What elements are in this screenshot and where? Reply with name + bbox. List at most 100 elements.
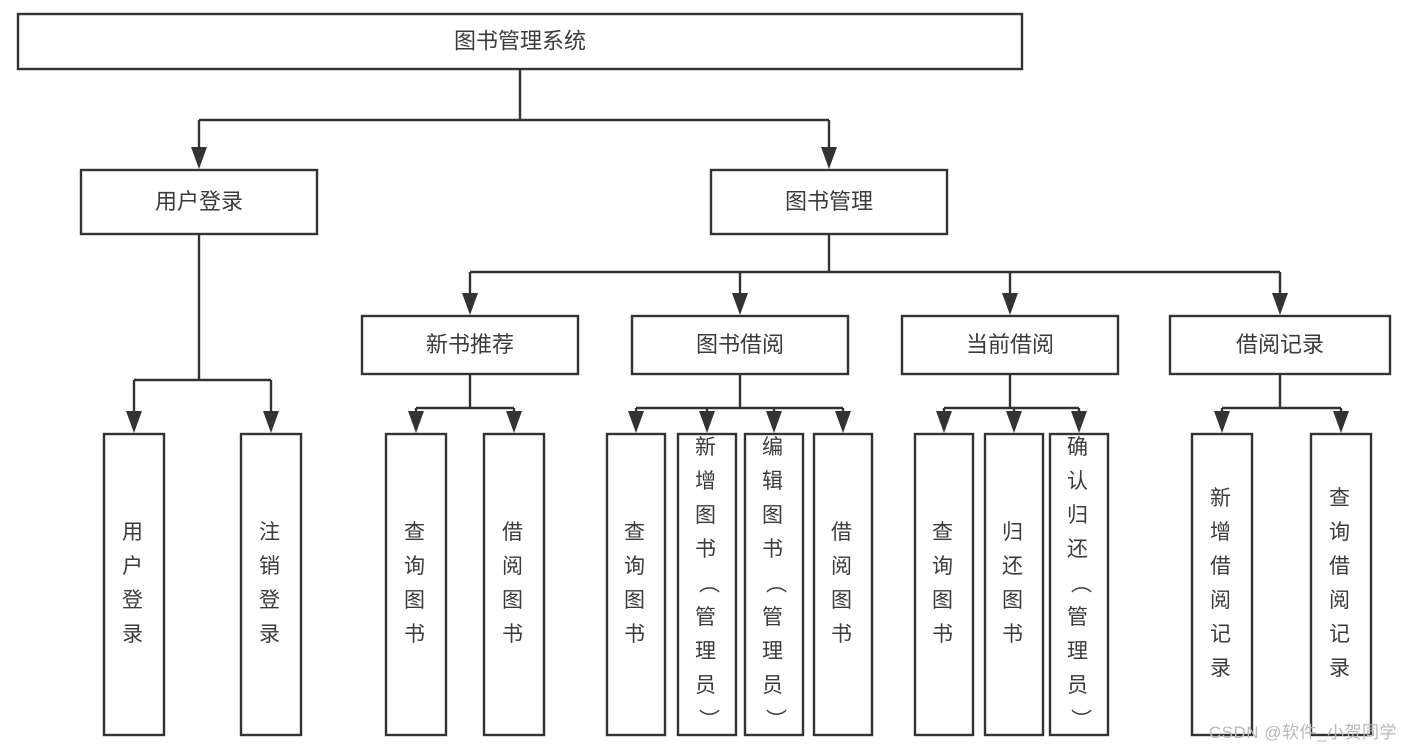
node-label-char: 记 — [1210, 623, 1234, 646]
node-box — [709, 168, 949, 236]
node-label-char: 书 — [404, 623, 428, 646]
watermark-text: CSDN @软件_小贺同学 — [1208, 723, 1397, 742]
node-box — [743, 432, 805, 737]
node-label-char: （ — [1068, 573, 1091, 597]
node-label-char: 查 — [1329, 487, 1353, 510]
node-label-char: 增 — [695, 470, 719, 493]
node-label-char: 图 — [695, 504, 719, 527]
node-label-char: 查 — [624, 521, 648, 544]
node-label-char: 书 — [831, 623, 855, 646]
node-label-char: ） — [763, 709, 786, 733]
node-label-char: 阅 — [831, 555, 855, 578]
node-current-borrow[interactable]: 当前借阅 — [900, 314, 1120, 376]
node-label-char: 理 — [762, 640, 786, 663]
node-label-char: 理 — [695, 640, 719, 663]
node-label: 借阅记录 — [1236, 332, 1324, 357]
node-layer: 图书管理系统用户登录图书管理新书推荐图书借阅当前借阅借阅记录用户登录注销登录查询… — [16, 12, 1392, 737]
node-user-login[interactable]: 用户登录 — [79, 168, 319, 236]
arrow-head-icon — [699, 411, 715, 433]
node-label-char: 阅 — [502, 555, 526, 578]
node-label-char: 增 — [1210, 521, 1234, 544]
node-label-char: 借 — [831, 521, 855, 544]
arrow-head-icon — [191, 147, 207, 169]
node-label-char: 新 — [1210, 487, 1234, 510]
connector-layer — [126, 69, 1349, 433]
arrow-head-icon — [263, 411, 279, 433]
node-label-char: 录 — [259, 623, 283, 646]
node-label-char: 询 — [1329, 521, 1353, 544]
node-label-char: 认 — [1067, 470, 1091, 493]
node-label-char: 新 — [695, 436, 719, 459]
node-label-char: 图 — [624, 589, 648, 612]
node-label-char: 登 — [259, 589, 283, 612]
arrow-head-icon — [821, 147, 837, 169]
node-label-char: 书 — [502, 623, 526, 646]
node-label-char: 询 — [404, 555, 428, 578]
node-label-char: 归 — [1002, 521, 1026, 544]
node-borrow-record[interactable]: 借阅记录 — [1168, 314, 1392, 376]
node-box — [1190, 432, 1254, 737]
node-label-char: 借 — [1210, 555, 1234, 578]
node-book-manage[interactable]: 图书管理 — [709, 168, 949, 236]
node-label-char: 户 — [122, 555, 146, 578]
node-label-char: 查 — [932, 521, 956, 544]
node-label-char: 还 — [1002, 555, 1026, 578]
node-label-char: （ — [696, 573, 719, 597]
node-box — [1309, 432, 1373, 737]
node-label-char: 确 — [1067, 436, 1091, 459]
node-box — [676, 432, 738, 737]
node-label-char: （ — [763, 573, 786, 597]
node-label-char: ） — [1068, 709, 1091, 733]
node-label-char: 阅 — [1329, 589, 1353, 612]
node-new-book-recommend[interactable]: 新书推荐 — [360, 314, 580, 376]
node-label-char: 阅 — [1210, 589, 1234, 612]
node-label-char: 图 — [502, 589, 526, 612]
node-label: 图书管理系统 — [454, 28, 586, 53]
arrow-head-icon — [732, 293, 748, 315]
node-label-char: 图 — [831, 589, 855, 612]
arrow-head-icon — [1071, 411, 1087, 433]
arrow-head-icon — [628, 411, 644, 433]
node-label-char: 借 — [502, 521, 526, 544]
node-label-char: 管 — [1067, 606, 1091, 629]
node-label-char: 查 — [404, 521, 428, 544]
node-box — [239, 432, 303, 737]
node-box — [360, 314, 580, 376]
node-label-char: 用 — [122, 521, 146, 544]
node-label-char: 记 — [1329, 623, 1353, 646]
node-label: 图书借阅 — [696, 332, 784, 357]
node-label-char: 图 — [1002, 589, 1026, 612]
node-box — [913, 432, 975, 737]
node-leaf-user-login[interactable]: 用户登录 — [102, 432, 166, 737]
arrow-head-icon — [1272, 293, 1288, 315]
node-box — [16, 12, 1024, 71]
arrow-head-icon — [1333, 411, 1349, 433]
arrow-head-icon — [1006, 411, 1022, 433]
node-label: 图书管理 — [785, 189, 873, 214]
node-root[interactable]: 图书管理系统 — [16, 12, 1024, 71]
arrow-head-icon — [936, 411, 952, 433]
node-label-char: 员 — [695, 674, 719, 697]
node-label-char: 书 — [762, 538, 786, 561]
node-book-borrow[interactable]: 图书借阅 — [630, 314, 850, 376]
node-label-char: 编 — [762, 436, 786, 459]
node-label-char: 销 — [259, 555, 283, 578]
node-label-char: 图 — [404, 589, 428, 612]
node-label-char: 登 — [122, 589, 146, 612]
node-label-char: 借 — [1329, 555, 1353, 578]
node-label-char: 录 — [1210, 657, 1234, 680]
node-label-char: 图 — [762, 504, 786, 527]
arrow-head-icon — [835, 411, 851, 433]
